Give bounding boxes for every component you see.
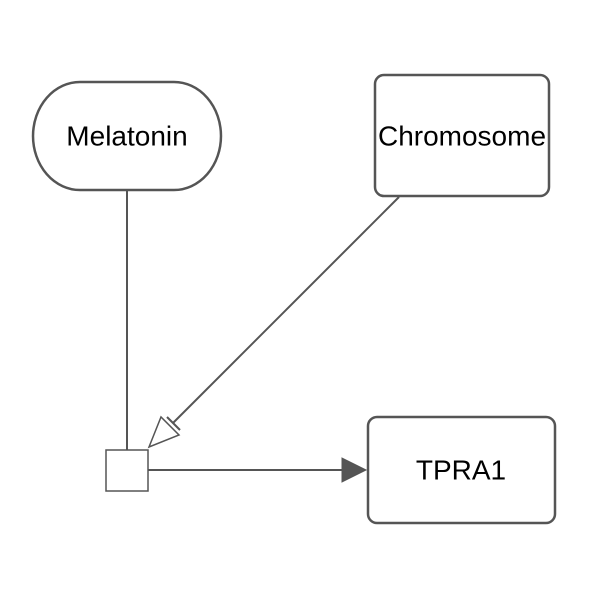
tpra1-shape: [366, 415, 557, 525]
melatonin-shape: [31, 80, 223, 192]
edge-chromosome-to-process: [172, 196, 400, 424]
necessary-stimulation-bar: [166, 416, 181, 431]
process-node[interactable]: [105, 449, 149, 492]
chromosome-shape: [373, 73, 551, 198]
node-melatonin[interactable]: Melatonin: [31, 80, 223, 192]
node-tpra1[interactable]: TPRA1: [366, 415, 557, 525]
chromosome-label: Chromosome: [378, 121, 546, 152]
melatonin-label: Melatonin: [66, 121, 187, 152]
production-arrowhead: [341, 457, 368, 483]
node-chromosome[interactable]: Chromosome: [373, 73, 551, 198]
necessary-stimulation-arrowhead: [147, 415, 181, 449]
tpra1-label: TPRA1: [416, 455, 506, 486]
